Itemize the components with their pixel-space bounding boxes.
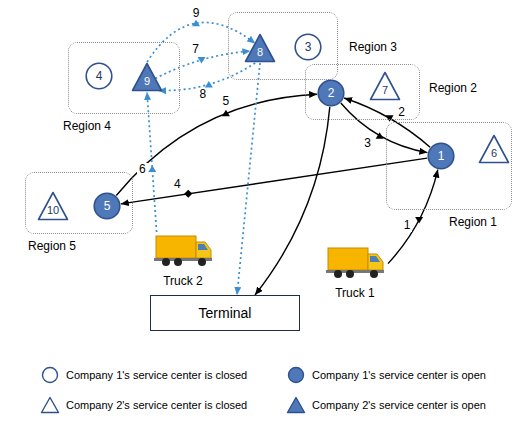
truck-cargo <box>328 248 368 270</box>
route-number: 3 <box>362 137 373 150</box>
legend-circle <box>289 368 304 383</box>
route-marker <box>197 57 205 64</box>
company-2-center: 7 <box>369 71 401 101</box>
center-number: 6 <box>478 146 510 160</box>
legend-text: Company 1's service center is closed <box>66 368 247 382</box>
legend-triangle <box>42 398 59 413</box>
route-marker <box>148 166 156 173</box>
center-number: 2 <box>317 86 345 100</box>
company-1-center: 1 <box>427 142 455 170</box>
route-marker <box>376 132 384 139</box>
truck-illustration <box>326 244 386 280</box>
center-number: 7 <box>369 83 401 97</box>
truck-2-route <box>158 63 255 91</box>
region-box: Region 116 <box>386 122 512 210</box>
route-number: 5 <box>221 95 232 108</box>
truck-window <box>198 244 208 250</box>
truck-1-route <box>388 170 438 264</box>
center-number: 10 <box>37 203 69 217</box>
region-label: Region 2 <box>429 81 477 95</box>
truck-1-route <box>341 103 428 153</box>
company-1-center: 4 <box>85 62 113 90</box>
company-2-center: 10 <box>37 191 69 221</box>
legend-sample <box>40 396 60 414</box>
terminal-label: Terminal <box>199 305 252 321</box>
truck-label: Truck 2 <box>163 274 203 288</box>
route-marker <box>415 217 423 224</box>
truck-1-route <box>255 107 330 295</box>
legend-circle <box>43 368 58 383</box>
company-1-center: 5 <box>93 192 121 220</box>
truck-wheel <box>334 270 342 278</box>
route-marker <box>205 81 213 88</box>
company-2-center: 9 <box>131 62 163 92</box>
route-number: 1 <box>402 219 413 232</box>
truck-cargo <box>156 236 196 258</box>
route-marker <box>386 115 394 122</box>
legend-sample <box>286 396 306 414</box>
legend-triangle <box>288 398 305 413</box>
truck-node: Truck 1 <box>322 244 388 300</box>
truck-wheel <box>198 258 206 266</box>
region-label: Region 1 <box>449 215 497 229</box>
truck-wheel <box>346 270 354 278</box>
center-number: 8 <box>244 45 276 59</box>
route-number: 2 <box>396 106 407 119</box>
region-label: Region 5 <box>28 239 76 253</box>
legend-sample <box>286 366 306 384</box>
route-number: 6 <box>137 163 148 176</box>
region-box: Region 449 <box>68 42 180 114</box>
truck-wheel <box>174 258 182 266</box>
truck-2-route <box>147 92 157 232</box>
region-label: Region 3 <box>349 40 397 54</box>
truck-2-route <box>155 51 250 79</box>
truck-2-route <box>237 63 260 295</box>
region-label: Region 4 <box>63 119 111 133</box>
route-marker <box>184 190 192 198</box>
legend-sample <box>40 366 60 384</box>
truck-1-route <box>116 94 317 195</box>
truck-1-route <box>121 158 427 204</box>
truck-cab <box>368 254 383 270</box>
center-number: 1 <box>427 149 455 163</box>
legend-text: Company 1's service center is open <box>312 368 486 382</box>
route-marker <box>192 20 200 27</box>
truck-label: Truck 1 <box>335 286 375 300</box>
truck-wheel <box>370 270 378 278</box>
center-number: 5 <box>93 199 121 213</box>
center-number: 3 <box>294 40 322 54</box>
region-box: Region 383 <box>228 12 338 80</box>
company-2-center: 8 <box>244 33 276 63</box>
route-marker <box>222 110 230 117</box>
truck-illustration <box>154 232 214 268</box>
legend-text: Company 2's service center is closed <box>66 398 247 412</box>
truck-cab <box>196 242 211 258</box>
route-number: 4 <box>172 178 183 191</box>
route-number: 8 <box>198 88 209 101</box>
company-1-center: 2 <box>317 79 345 107</box>
region-box: Region 5105 <box>25 172 133 234</box>
truck-node: Truck 2 <box>150 232 216 288</box>
truck-window <box>370 256 380 262</box>
center-number: 4 <box>85 69 113 83</box>
company-1-center: 3 <box>294 33 322 61</box>
center-number: 9 <box>131 74 163 88</box>
route-number: 7 <box>190 43 201 56</box>
legend-text: Company 2's service center is open <box>312 398 486 412</box>
truck-wheel <box>162 258 170 266</box>
terminal-box: Terminal <box>150 295 300 331</box>
company-2-center: 6 <box>478 134 510 164</box>
route-number: 9 <box>191 7 202 20</box>
